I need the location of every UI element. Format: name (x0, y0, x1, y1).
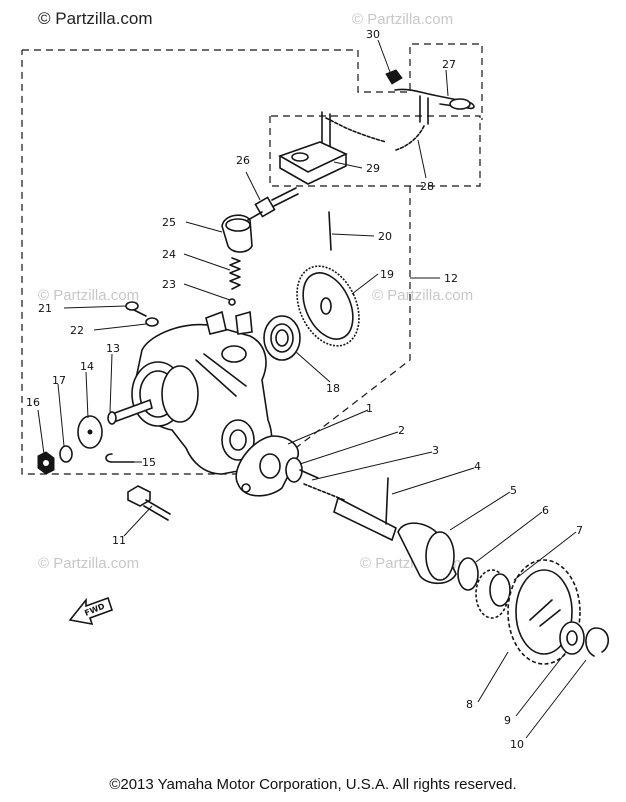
oil-seal-2 (285, 457, 303, 483)
callout-19: 19 (380, 268, 394, 281)
callout-22: 22 (70, 324, 84, 337)
plunger-13 (107, 398, 153, 425)
callout-9: 9 (504, 714, 511, 727)
callout-10: 10 (510, 738, 524, 751)
bearing-18 (263, 315, 301, 361)
pin-4 (385, 477, 389, 525)
watermark: © Partzilla.com (38, 555, 139, 572)
screw-21 (125, 301, 147, 317)
oil-hose-28 (321, 111, 425, 151)
gear-7 (475, 569, 511, 619)
callout-29: 29 (366, 162, 380, 175)
banjo-fitting-25 (221, 211, 263, 253)
callout-17: 17 (52, 374, 66, 387)
callout-18: 18 (326, 382, 340, 395)
watermark: © Partzilla.com (38, 287, 139, 304)
callout-6: 6 (542, 504, 549, 517)
oil-pump-body (131, 310, 273, 475)
bolt-30 (385, 69, 403, 85)
callout-7: 7 (576, 524, 583, 537)
pin-20 (328, 211, 332, 251)
callout-8: 8 (466, 698, 473, 711)
callout-13: 13 (106, 342, 120, 355)
gasket-1 (235, 435, 299, 497)
callout-20: 20 (378, 230, 392, 243)
watermark-top-left: © Partzilla.com (38, 9, 153, 28)
circlip-10 (585, 627, 609, 657)
watermark: © Partzilla.com (372, 287, 473, 304)
callout-3: 3 (432, 444, 439, 457)
washer-9 (559, 621, 585, 655)
callout-5: 5 (510, 484, 517, 497)
leader-lines (37, 39, 587, 739)
callout-26: 26 (236, 154, 250, 167)
callout-24: 24 (162, 248, 176, 261)
washer-6 (457, 557, 479, 591)
washer-17 (59, 445, 73, 463)
callout-16: 16 (26, 396, 40, 409)
callout-2: 2 (398, 424, 405, 437)
callout-25: 25 (162, 216, 176, 229)
callout-14: 14 (80, 360, 94, 373)
washer-22 (145, 317, 159, 327)
callout-1: 1 (366, 402, 373, 415)
watermark: © Partzilla.com (352, 11, 453, 28)
check-ball-23 (228, 298, 236, 306)
plate-14 (77, 415, 103, 449)
tank-box-dashed (269, 115, 481, 187)
callout-30: 30 (366, 28, 380, 41)
callout-4: 4 (474, 460, 481, 473)
pump-gear-19 (296, 265, 360, 347)
callout-11: 11 (112, 534, 126, 547)
callout-27: 27 (442, 58, 456, 71)
spring-24 (229, 257, 241, 290)
collar-5 (397, 522, 457, 585)
callout-15: 15 (142, 456, 156, 469)
delivery-pipe-27 (394, 88, 475, 125)
copyright-notice: ©2013 Yamaha Motor Corporation, U.S.A. A… (109, 776, 517, 793)
fitting-26 (254, 187, 299, 218)
grommet-29 (278, 141, 348, 185)
callout-12: 12 (444, 272, 458, 285)
clip-15 (105, 453, 135, 463)
bolt-11 (127, 485, 171, 521)
callout-23: 23 (162, 278, 176, 291)
callout-labels: 1 2 3 4 5 6 7 8 9 10 11 12 13 14 15 16 1… (26, 28, 583, 751)
callout-28: 28 (420, 180, 434, 193)
worm-shaft-3 (299, 469, 397, 542)
forward-direction-arrow: FWD (68, 596, 114, 626)
callout-21: 21 (38, 302, 52, 315)
